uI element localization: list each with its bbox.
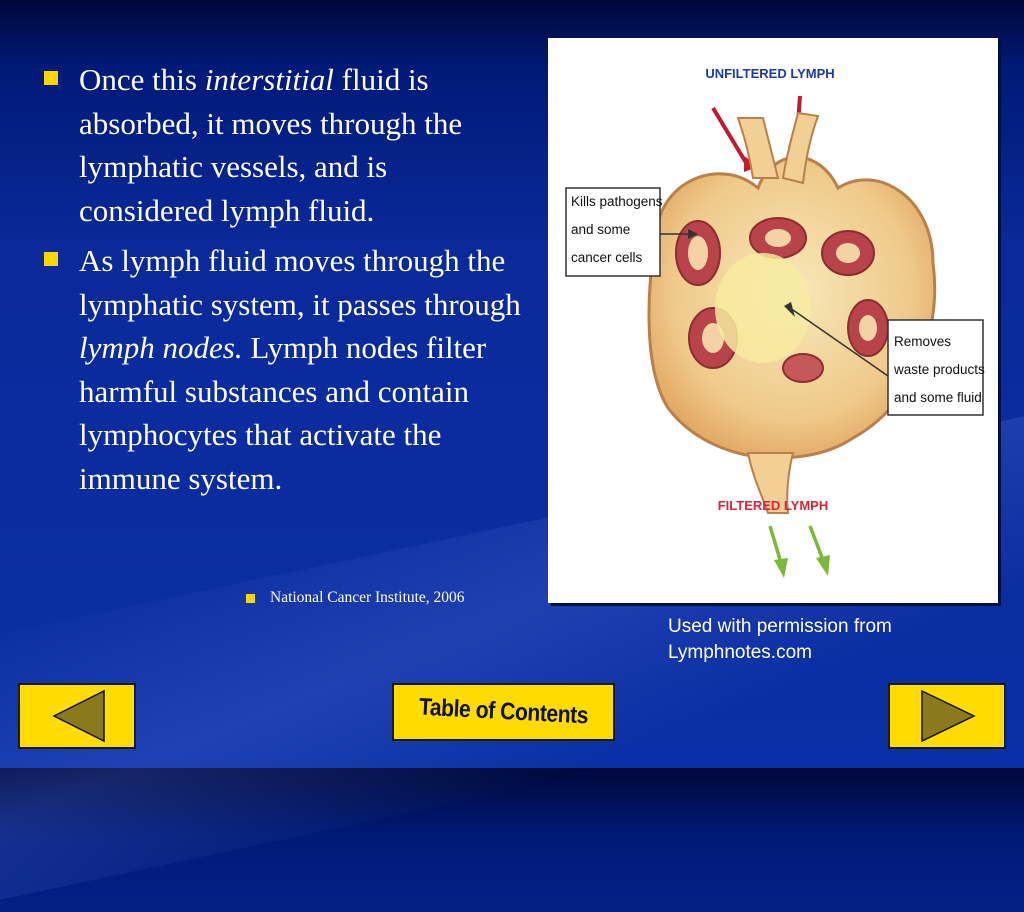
- pointer-arrow-icon: [784, 302, 889, 377]
- bullet-1-emphasis: interstitial: [204, 62, 334, 97]
- lymph-node-illustration: UNFILTERED LYMPH: [565, 66, 985, 578]
- filtered-lymph-label: FILTERED LYMPH: [718, 498, 829, 513]
- outgoing-arrow-icon: [768, 525, 788, 578]
- unfiltered-lymph-label: UNFILTERED LYMPH: [705, 66, 834, 81]
- bullet-list: Once this interstitial fluid is absorbed…: [42, 58, 522, 507]
- callout-right-line-2: waste products: [893, 362, 985, 377]
- callout-left-line-3: cancer cells: [571, 250, 643, 265]
- credit-line-2: Lymphnotes.com: [668, 642, 812, 663]
- left-triangle-icon: [52, 689, 105, 743]
- callout-right-line-1: Removes: [894, 334, 951, 349]
- lymph-node-figure: UNFILTERED LYMPH: [548, 38, 998, 603]
- bullet-square-icon: [44, 71, 58, 85]
- callout-right-line-3: and some fluid: [894, 390, 982, 405]
- citation: National Cancer Institute, 2006: [244, 588, 510, 608]
- bullet-1-text-pre: Once this: [79, 62, 205, 97]
- callout-left-line-2: and some: [571, 222, 630, 237]
- image-credit: Used with permission from Lymphnotes.com: [668, 614, 988, 666]
- next-slide-button[interactable]: [888, 683, 1006, 749]
- callout-left-line-1: Kills pathogens: [571, 194, 663, 209]
- bullet-2-text-post: Lymph nodes filter harmful substances an…: [79, 330, 487, 496]
- right-triangle-icon: [921, 689, 976, 743]
- bullet-item-2: As lymph fluid moves through the lymphat…: [42, 239, 522, 500]
- citation-text: National Cancer Institute, 2006: [270, 589, 465, 606]
- callout-right-box: [887, 319, 984, 416]
- toc-label: Table of Contents: [418, 693, 589, 730]
- bullet-item-1: Once this interstitial fluid is absorbed…: [42, 58, 522, 232]
- credit-line-1: Used with permission from: [668, 616, 892, 637]
- pointer-arrow-icon: [660, 229, 698, 239]
- bullet-1-text-post: fluid is absorbed, it moves through the …: [79, 62, 463, 228]
- previous-slide-button[interactable]: [18, 683, 136, 749]
- callout-left-box: [565, 187, 661, 277]
- bullet-2-text-pre: As lymph fluid moves through the lymphat…: [79, 243, 521, 322]
- bullet-2-emphasis: lymph nodes.: [79, 330, 243, 365]
- bullet-square-icon: [246, 594, 255, 603]
- outgoing-arrow-icon: [808, 525, 830, 576]
- table-of-contents-button[interactable]: Table of Contents: [392, 683, 615, 741]
- bullet-square-icon: [44, 252, 58, 266]
